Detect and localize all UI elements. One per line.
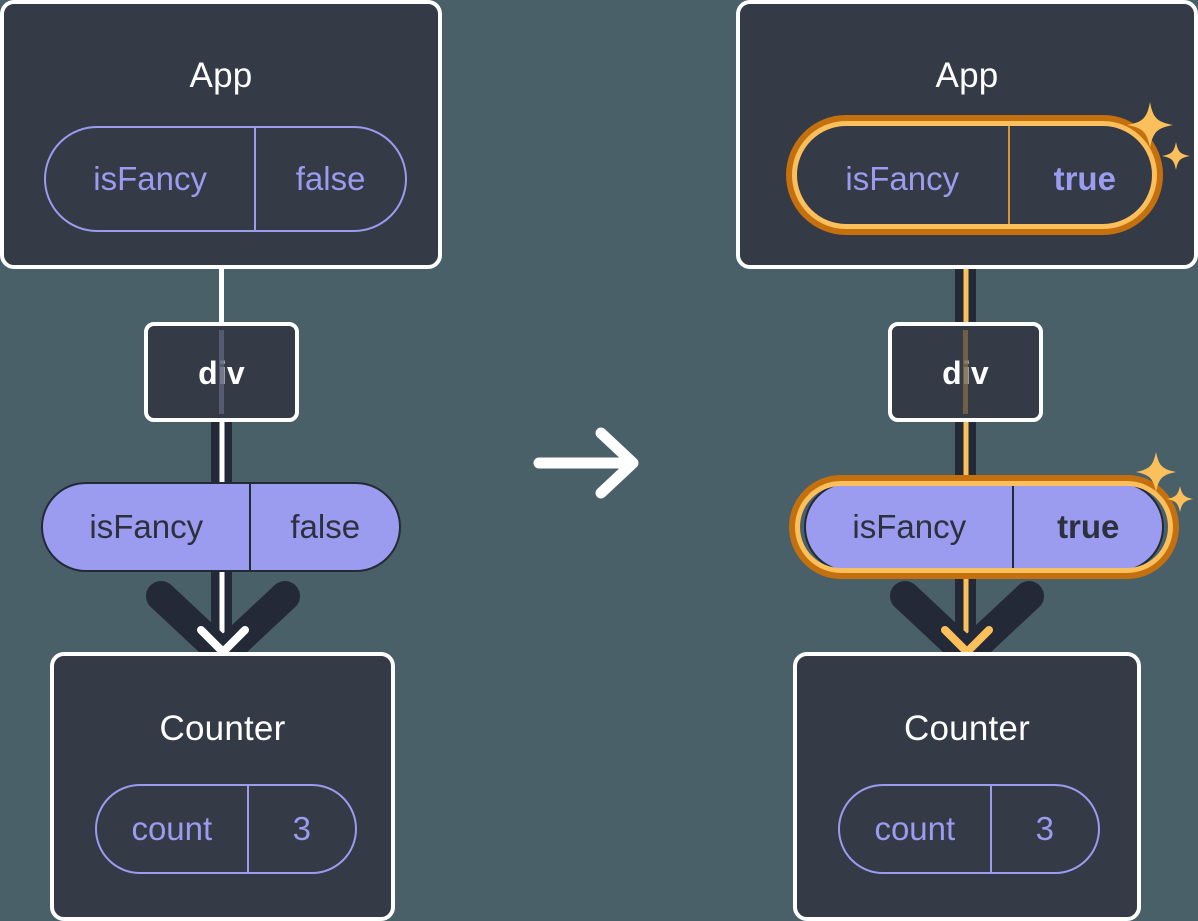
state-name: count bbox=[874, 810, 956, 847]
wire-core bbox=[219, 420, 224, 485]
wire-app-to-div-left bbox=[219, 267, 224, 323]
app-node-title: App bbox=[189, 56, 253, 95]
app-state-pill-left[interactable]: isFancy false bbox=[44, 126, 407, 232]
prop-name: isFancy bbox=[89, 508, 204, 545]
counter-node-title: Counter bbox=[904, 709, 1030, 748]
app-node-left[interactable]: App isFancy false bbox=[0, 0, 442, 269]
counter-node-left[interactable]: Counter count 3 bbox=[50, 652, 395, 921]
counter-node-right[interactable]: Counter count 3 bbox=[793, 652, 1141, 921]
arrow-right-icon bbox=[533, 424, 645, 507]
wire-through-div-right bbox=[963, 330, 968, 414]
app-state-pill-right[interactable]: isFancy true bbox=[797, 126, 1160, 232]
state-name: isFancy bbox=[93, 160, 207, 197]
props-pill-right[interactable]: isFancy true bbox=[804, 482, 1164, 572]
state-value: true bbox=[1007, 126, 1160, 232]
wire-div-to-props-left bbox=[211, 420, 232, 485]
app-node-title: App bbox=[935, 56, 999, 95]
state-name: isFancy bbox=[845, 160, 960, 197]
counter-state-pill-right[interactable]: count 3 bbox=[838, 784, 1100, 874]
props-pill-left[interactable]: isFancy false bbox=[41, 482, 401, 572]
wire-core bbox=[963, 566, 968, 656]
counter-node-title: Counter bbox=[159, 709, 286, 748]
sparkle-icon-app bbox=[1126, 98, 1196, 183]
sparkle-icon-props bbox=[1136, 448, 1198, 523]
prop-value: false bbox=[249, 484, 399, 570]
state-name: count bbox=[131, 810, 213, 847]
prop-name: isFancy bbox=[852, 508, 967, 545]
wire-through-div-left bbox=[219, 330, 224, 414]
wire-core bbox=[963, 420, 968, 485]
state-value: 3 bbox=[989, 786, 1098, 872]
state-value: false bbox=[254, 128, 405, 230]
prop-value: true bbox=[1012, 484, 1162, 570]
wire-core bbox=[219, 566, 224, 656]
state-value: 3 bbox=[246, 786, 355, 872]
wire-core bbox=[963, 215, 968, 323]
wire-div-to-props-right bbox=[955, 420, 976, 485]
counter-state-pill-left[interactable]: count 3 bbox=[95, 784, 357, 874]
